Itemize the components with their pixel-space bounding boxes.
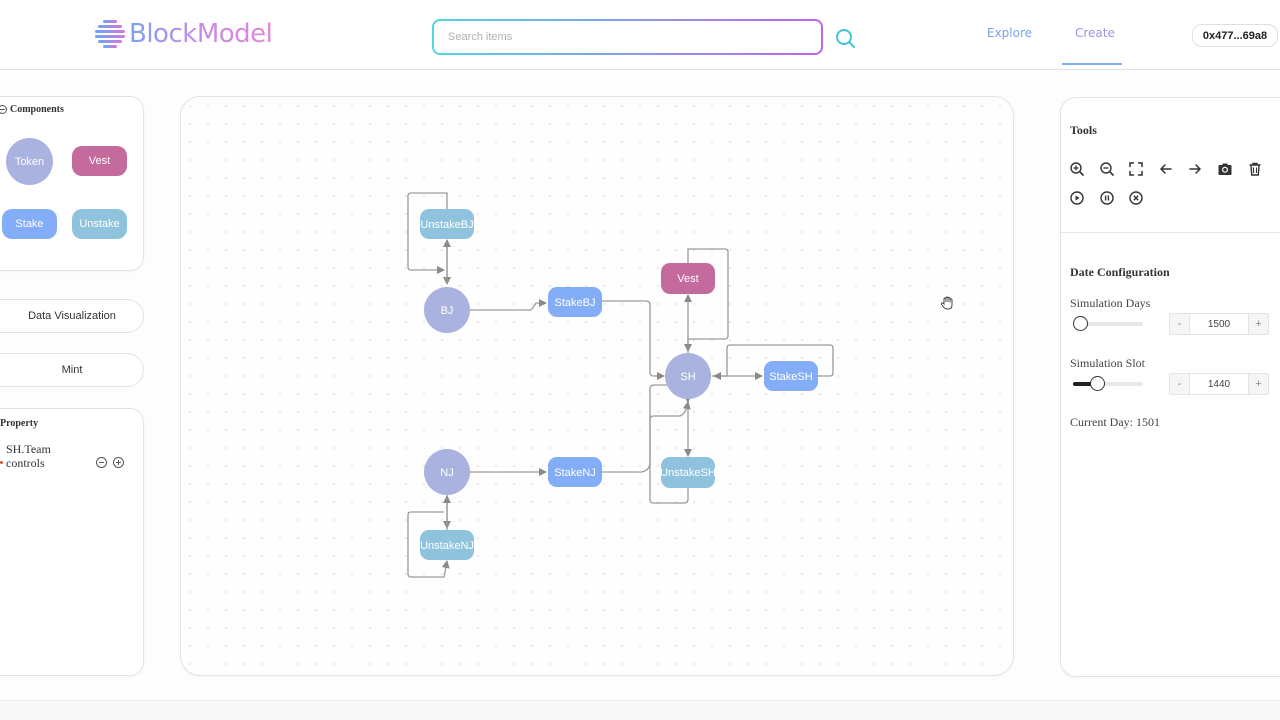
- logo-text: BlockModel: [129, 19, 273, 49]
- logo-mark-icon: [95, 17, 125, 51]
- tools-divider: [1061, 232, 1280, 233]
- node-unstakesh[interactable]: UnstakeSH: [660, 457, 716, 488]
- edge-vest-loop: [684, 248, 729, 352]
- node-unstakebj[interactable]: UnstakeBJ: [420, 209, 474, 239]
- stop-icon[interactable]: [1128, 190, 1144, 206]
- remove-icon[interactable]: [96, 457, 107, 468]
- status-dot: [0, 461, 3, 464]
- zoom-out-icon[interactable]: [1099, 161, 1115, 177]
- edge-bj-stakebj: [470, 299, 547, 311]
- sim-days-increment-button[interactable]: +: [1248, 314, 1268, 334]
- pause-icon[interactable]: [1099, 190, 1115, 206]
- node-label: SH: [680, 371, 695, 383]
- sim-slot-label: Simulation Slot: [1070, 356, 1146, 370]
- node-label: StakeSH: [769, 371, 812, 383]
- sim-days-slider-thumb[interactable]: [1073, 316, 1088, 331]
- sim-slot-decrement-button[interactable]: -: [1170, 374, 1190, 394]
- wallet-address-button[interactable]: 0x477...69a8: [1192, 24, 1278, 47]
- node-nj[interactable]: NJ: [424, 449, 470, 495]
- sim-slot-slider[interactable]: [1073, 376, 1143, 391]
- node-unstakenj[interactable]: UnstakeNJ: [420, 530, 474, 560]
- sim-slot-stepper: - +: [1169, 373, 1269, 395]
- zoom-in-icon[interactable]: [1069, 161, 1085, 177]
- top-header: BlockModel Explore Create 0x477...69a8: [0, 0, 1280, 70]
- trash-icon[interactable]: [1247, 161, 1263, 177]
- nav-active-indicator: [1062, 63, 1122, 65]
- node-bj[interactable]: BJ: [424, 287, 470, 333]
- edge-stakesh-sh: [713, 344, 834, 380]
- node-sh[interactable]: SH: [665, 353, 711, 399]
- nav-create[interactable]: Create: [1075, 26, 1115, 40]
- property-entity: SH.Team controls: [6, 442, 51, 470]
- arrow-right-icon[interactable]: [1187, 161, 1203, 177]
- node-label: UnstakeBJ: [420, 219, 473, 231]
- component-unstake[interactable]: Unstake: [72, 209, 127, 239]
- search-icon[interactable]: [833, 26, 857, 50]
- property-entity-sub: controls: [6, 456, 45, 470]
- edge-stakebj-sh: [602, 300, 665, 380]
- property-entity-name: SH.Team: [6, 442, 51, 456]
- node-vest[interactable]: Vest: [661, 263, 715, 294]
- node-stakesh[interactable]: StakeSH: [764, 361, 818, 391]
- search-input[interactable]: [434, 21, 821, 53]
- hand-cursor-icon: [940, 296, 953, 310]
- date-config-title: Date Configuration: [1070, 265, 1170, 279]
- node-stakenj[interactable]: StakeNJ: [548, 457, 602, 487]
- search-box: [432, 19, 823, 55]
- arrow-left-icon[interactable]: [1158, 161, 1174, 177]
- node-label: BJ: [441, 305, 454, 317]
- flow-graph: UnstakeBJ BJ StakeBJ Vest SH StakeSH NJ …: [407, 192, 834, 578]
- camera-icon[interactable]: [1217, 161, 1233, 177]
- node-label: NJ: [440, 467, 453, 479]
- property-panel: [0, 408, 144, 676]
- node-label: Vest: [677, 273, 698, 285]
- sim-slot-input[interactable]: [1190, 374, 1248, 394]
- sim-days-slider[interactable]: [1073, 316, 1143, 331]
- logo[interactable]: BlockModel: [95, 14, 273, 54]
- footer: [0, 700, 1280, 720]
- components-title: Components: [10, 104, 64, 115]
- current-day-readout: Current Day: 1501: [1070, 415, 1160, 429]
- node-stakebj[interactable]: StakeBJ: [548, 287, 602, 317]
- sim-slot-increment-button[interactable]: +: [1248, 374, 1268, 394]
- edge-unstakebj-loop: [407, 192, 448, 274]
- node-label: StakeNJ: [554, 467, 596, 479]
- play-icon[interactable]: [1069, 190, 1085, 206]
- sim-days-decrement-button[interactable]: -: [1170, 314, 1190, 334]
- component-token[interactable]: Token: [6, 138, 53, 185]
- flow-canvas[interactable]: [180, 96, 1014, 676]
- nav-explore[interactable]: Explore: [987, 26, 1033, 40]
- node-label: UnstakeSH: [660, 467, 716, 479]
- edge-unstakesh-sh: [649, 401, 691, 504]
- sim-days-input[interactable]: [1190, 314, 1248, 334]
- edge-unstakenj-loop: [407, 511, 450, 578]
- tools-title: Tools: [1070, 123, 1097, 137]
- data-visualization-button[interactable]: Data Visualization: [0, 299, 144, 333]
- add-icon[interactable]: [113, 457, 124, 468]
- fullscreen-icon[interactable]: [1128, 161, 1144, 177]
- sim-slot-slider-thumb[interactable]: [1089, 376, 1105, 391]
- component-vest[interactable]: Vest: [72, 146, 127, 176]
- property-title: Property: [0, 418, 39, 429]
- components-header[interactable]: Components: [0, 104, 64, 115]
- mint-button[interactable]: Mint: [0, 353, 144, 387]
- node-label: UnstakeNJ: [420, 540, 474, 552]
- sim-days-label: Simulation Days: [1070, 296, 1151, 310]
- sim-slot-slider-fill: [1073, 382, 1097, 386]
- collapse-icon[interactable]: [0, 105, 7, 114]
- sim-days-stepper: - +: [1169, 313, 1269, 335]
- component-stake[interactable]: Stake: [2, 209, 57, 239]
- node-label: StakeBJ: [555, 297, 596, 309]
